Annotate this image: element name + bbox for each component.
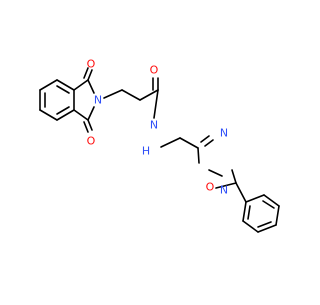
- atom-label-nitrogen: N: [220, 127, 228, 140]
- bond: [87, 79, 95, 94]
- bond-inner: [247, 205, 251, 220]
- bond: [39, 79, 58, 91]
- molecule-structure: O O N O N H O N N: [0, 0, 300, 300]
- molecule-diagram: O O N O N H O N N: [0, 0, 300, 300]
- bond: [103, 89, 123, 99]
- bond: [235, 182, 247, 203]
- atom-label-nitrogen: N: [220, 184, 228, 197]
- atom-label-oxygen: O: [87, 58, 96, 71]
- bond-inner: [56, 85, 70, 94]
- bond: [215, 182, 237, 189]
- bond: [245, 194, 265, 203]
- bond: [231, 169, 237, 184]
- bond: [204, 139, 214, 147]
- bond: [153, 89, 159, 119]
- bond: [87, 69, 93, 81]
- bond: [83, 121, 89, 133]
- bond: [179, 137, 199, 149]
- bond-inner: [262, 200, 275, 209]
- bond: [242, 201, 247, 222]
- bond: [263, 194, 280, 207]
- atom-label-oxygen: O: [150, 64, 159, 77]
- bond: [160, 137, 181, 148]
- bonds: [39, 67, 280, 233]
- bond: [87, 106, 95, 121]
- bond: [39, 109, 58, 121]
- bond: [87, 119, 93, 131]
- bond: [83, 67, 89, 79]
- bond: [200, 135, 210, 143]
- atom-label-oxygen: O: [206, 181, 215, 194]
- bond: [139, 89, 159, 101]
- bond-inner: [257, 221, 272, 228]
- bond: [121, 89, 141, 101]
- bond: [257, 224, 277, 233]
- bond-inner: [56, 106, 70, 115]
- bond: [56, 109, 75, 121]
- atom-label-oxygen: O: [87, 135, 96, 148]
- bond: [73, 109, 89, 121]
- bond: [56, 79, 75, 91]
- atom-label-hydrogen: H: [142, 145, 150, 158]
- atom-label-nitrogen: N: [94, 94, 102, 107]
- bond: [73, 79, 89, 91]
- bond: [208, 169, 223, 177]
- canvas-background: [0, 0, 300, 300]
- bond: [197, 147, 200, 164]
- atom-label-nitrogen: N: [150, 119, 158, 132]
- bond: [242, 220, 259, 233]
- bond: [275, 205, 280, 226]
